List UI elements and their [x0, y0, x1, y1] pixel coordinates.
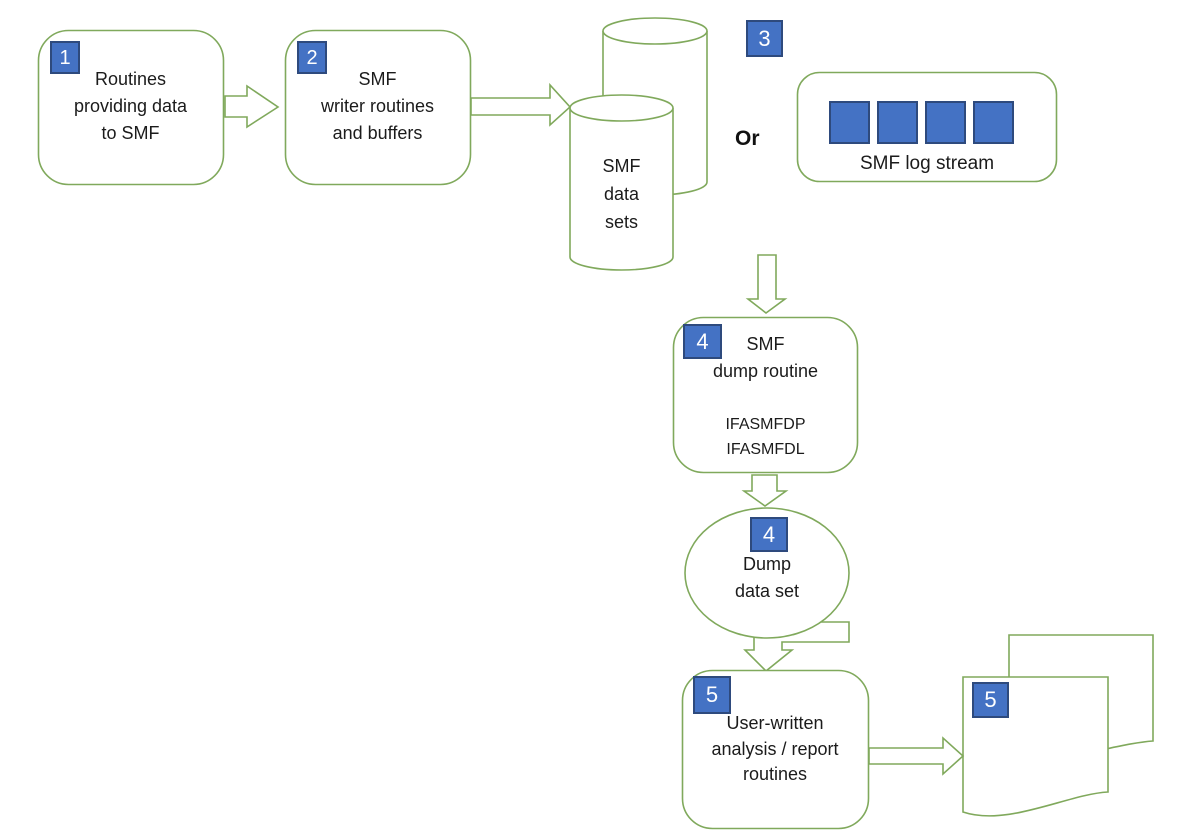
arrow-analysis-to-report: [868, 736, 965, 776]
dump-program-1: IFASMFDP: [725, 416, 806, 433]
logstream-segment-icon: [829, 101, 870, 144]
logstream-segment-icons: [829, 101, 1014, 144]
smf-dataset-cylinder-front-top: [569, 94, 674, 122]
logstream-segment-icon: [925, 101, 966, 144]
arrow-down-to-dump-routine: [745, 254, 788, 315]
step-badge-4-dump-routine: 4: [683, 324, 722, 359]
analysis-box-label: User-written analysis / report routines: [682, 711, 868, 788]
dump-routine-line-1: SMF: [746, 334, 785, 354]
arrow-writer-to-datasets: [470, 82, 572, 127]
writer-line-3: and buffers: [332, 123, 423, 143]
routines-line-1: Routines: [94, 69, 167, 89]
smf-dataset-cylinder-back-top: [602, 17, 708, 45]
analysis-line-2: analysis / report: [711, 738, 839, 759]
step-badge-5-report: 5: [972, 682, 1009, 718]
dump-program-2: IFASMFDL: [726, 441, 805, 458]
logstream-label: SMF log stream: [798, 150, 1056, 177]
dump-routine-programs: IFASMFDP IFASMFDL: [673, 412, 858, 462]
routines-line-3: to SMF: [101, 123, 160, 143]
datasets-line-3: sets: [604, 212, 638, 232]
analysis-line-3: routines: [742, 764, 808, 784]
step-badge-5-analysis: 5: [693, 676, 731, 714]
step-badge-4-dump-dataset: 4: [750, 517, 788, 552]
dump-dataset-line-2: data set: [734, 581, 800, 601]
dump-routine-line-2: dump routine: [712, 361, 819, 381]
writer-line-2: writer routines: [320, 96, 435, 116]
or-label: Or: [735, 127, 760, 150]
arrow-routines-to-writer: [224, 84, 280, 129]
step-badge-1: 1: [50, 41, 80, 74]
routines-box: [37, 29, 225, 186]
arrow-dump-routine-to-dump-dataset: [741, 474, 789, 507]
logstream-segment-icon: [973, 101, 1014, 144]
datasets-line-1: SMF: [602, 156, 641, 176]
analysis-line-1: User-written: [726, 713, 824, 733]
smf-dataset-cylinder-front-body: [569, 108, 674, 271]
writer-line-1: SMF: [358, 69, 397, 89]
smf-datasets-label: SMF data sets: [570, 152, 673, 236]
routines-box-label: Routines providing data to SMF: [38, 66, 223, 147]
dump-dataset-line-1: Dump: [742, 554, 791, 574]
dump-dataset-circle: [684, 507, 850, 639]
routines-line-2: providing data: [73, 96, 188, 116]
step-badge-3: 3: [746, 20, 783, 57]
dump-routine-label: SMF dump routine: [673, 331, 858, 385]
logstream-text: SMF log stream: [859, 153, 995, 174]
logstream-segment-icon: [877, 101, 918, 144]
datasets-line-2: data: [603, 184, 640, 204]
step-badge-2: 2: [297, 41, 327, 74]
writer-box-label: SMF writer routines and buffers: [285, 66, 470, 147]
dump-dataset-label: Dump data set: [685, 551, 849, 605]
